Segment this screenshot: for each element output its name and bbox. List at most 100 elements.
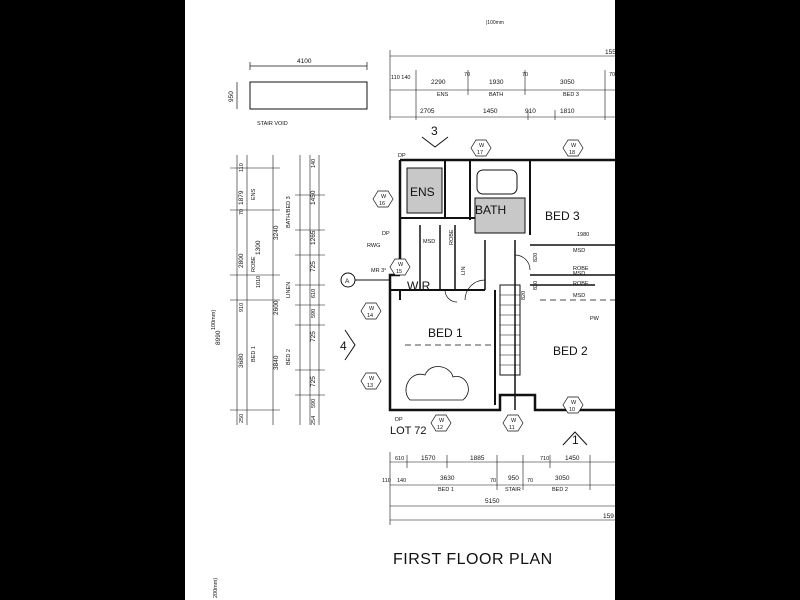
left-dim-k: 3840 <box>273 355 280 370</box>
bottom-dimensions <box>389 452 615 525</box>
bottom-label-bed1: BED 1 <box>438 487 454 493</box>
bottom-label-stair: STAIR <box>505 487 521 493</box>
window-tag-16-w: W <box>381 194 387 200</box>
left-dim-e: 910 <box>239 303 245 312</box>
left-dim-b: 1879 <box>238 190 245 205</box>
left-dim-d: 2800 <box>238 253 245 268</box>
window-tag-11-n: 11 <box>509 425 515 431</box>
room-label-bed1: BED 1 <box>428 326 463 340</box>
left-dim-p: 725 <box>310 261 317 272</box>
bottom-label-bed2: BED 2 <box>552 487 568 493</box>
left-dim-c: 70 <box>239 209 245 215</box>
left-dim-u: 590 <box>311 399 317 408</box>
left-dim-o: 1265 <box>310 230 317 245</box>
section-1-label: 1 <box>572 433 579 447</box>
left-dim-n: 1450 <box>310 190 317 205</box>
left-label-bed2: BED 2 <box>286 349 292 365</box>
window-tag-17-n: 17 <box>477 150 483 156</box>
section-3-label: 3 <box>431 124 438 138</box>
top-overall-dim: 155 <box>605 49 615 56</box>
section-a-label: A <box>345 278 350 285</box>
room-label-bed3: BED 3 <box>545 209 580 223</box>
left-label-linen: LINEN <box>286 282 292 298</box>
downpipe-label-3: DP <box>395 417 403 423</box>
interior-dim-1: 1980 <box>577 232 589 238</box>
left-dim-l: 3240 <box>273 225 280 240</box>
linen-label: LIN <box>461 266 467 275</box>
bottom-dim-12: 3050 <box>555 475 570 482</box>
top-dim-1: 110 140 <box>391 75 410 81</box>
left-dim-a: 110 <box>239 163 245 172</box>
window-tag-11-w: W <box>511 418 517 424</box>
pw-label: PW <box>590 316 600 322</box>
left-dim-g: 250 <box>239 414 245 423</box>
left-dim-i: 1010 <box>256 276 262 288</box>
stair-void-side-dim: 950 <box>228 91 235 102</box>
bottom-dim-11: 710 <box>540 456 549 462</box>
left-dim-m: 140 <box>311 159 317 168</box>
left-dim-t: 725 <box>310 376 317 387</box>
bottom-dim-3: 1885 <box>470 455 485 462</box>
plan-caption: FIRST FLOOR PLAN <box>393 551 553 568</box>
downpipe-label-1: DP <box>398 153 406 159</box>
interior-dim-2: 820 <box>533 253 539 262</box>
room-label-bed2: BED 2 <box>553 344 588 358</box>
window-tag-17-w: W <box>479 143 485 149</box>
bottom-overall-dim: 159 <box>603 513 614 520</box>
downpipe-label-2: DP <box>382 231 390 237</box>
window-tag-16-n: 16 <box>379 201 385 207</box>
left-dim-s: 725 <box>310 331 317 342</box>
left-dimensions <box>230 155 325 425</box>
floor-plan-drawing: 4100 950 STAIR VOID 155 110 140 2290 70 … <box>211 49 615 598</box>
left-label-bath-bed3: BATH/BED 3 <box>286 196 292 228</box>
window-tag-15-n: 15 <box>396 269 402 275</box>
top-dim-row2-2: 1450 <box>483 108 498 115</box>
top-dim-4: 1930 <box>489 79 504 86</box>
top-dim-6: 3050 <box>560 79 575 86</box>
top-dim-7: 70 <box>609 72 615 78</box>
top-label-bed3: BED 3 <box>563 92 579 98</box>
left-dim-j: 2600 <box>273 300 280 315</box>
window-tag-12-n: 12 <box>437 425 443 431</box>
top-dim-5: 70 <box>522 72 528 78</box>
window-tag-18-n: 18 <box>569 150 575 156</box>
top-dimensions <box>389 50 615 120</box>
window-tag-14-n: 14 <box>367 313 373 319</box>
side-scale-note: 100mm) <box>211 310 217 330</box>
building-walls <box>388 158 615 412</box>
left-label-ens: ENS <box>251 188 257 200</box>
left-label-robe: ROBE <box>251 256 257 272</box>
lot-label: LOT 72 <box>390 425 427 437</box>
room-label-bath: BATH <box>475 203 506 217</box>
rainwater-label: RWG <box>367 243 380 249</box>
msd-label-3: MSD <box>573 271 585 277</box>
robe-label-3: ROBE <box>573 281 589 287</box>
msd-label-2: MSD <box>573 248 585 254</box>
window-tag-13-n: 13 <box>367 383 373 389</box>
window-tag-10-n: 10 <box>569 407 575 413</box>
window-tag-10-w: W <box>571 400 577 406</box>
room-label-wir: WIR <box>407 279 431 293</box>
plan-sheet: 4100 950 STAIR VOID 155 110 140 2290 70 … <box>185 0 615 600</box>
top-dim-row2-1: 2705 <box>420 108 435 115</box>
msd-label-1: MSD <box>423 239 435 245</box>
left-dim-v: 254 <box>311 416 317 425</box>
top-label-bath: BATH <box>489 92 503 98</box>
window-tag-18-w: W <box>571 143 577 149</box>
top-dim-row2-3: 910 <box>525 108 536 115</box>
section-markers <box>340 136 588 446</box>
left-overall-dim: 8990 <box>215 330 222 345</box>
stair-void-dim: 4100 <box>297 58 312 65</box>
bottom-dim-5: 110 <box>382 478 391 484</box>
window-tags <box>360 139 584 432</box>
interior-dim-4: 820 <box>521 291 527 300</box>
left-dim-h: 1300 <box>255 240 262 255</box>
bottom-dim-7: 3630 <box>440 475 455 482</box>
stair-void-label: STAIR VOID <box>257 121 288 127</box>
top-label-ens: ENS <box>437 92 449 98</box>
section-4-label: 4 <box>340 339 347 353</box>
bottom-dim-10: 70 <box>527 478 533 484</box>
robe-label-2: ROBE <box>573 266 589 272</box>
top-dim-2: 2290 <box>431 79 446 86</box>
left-label-bed1: BED 1 <box>251 346 257 362</box>
